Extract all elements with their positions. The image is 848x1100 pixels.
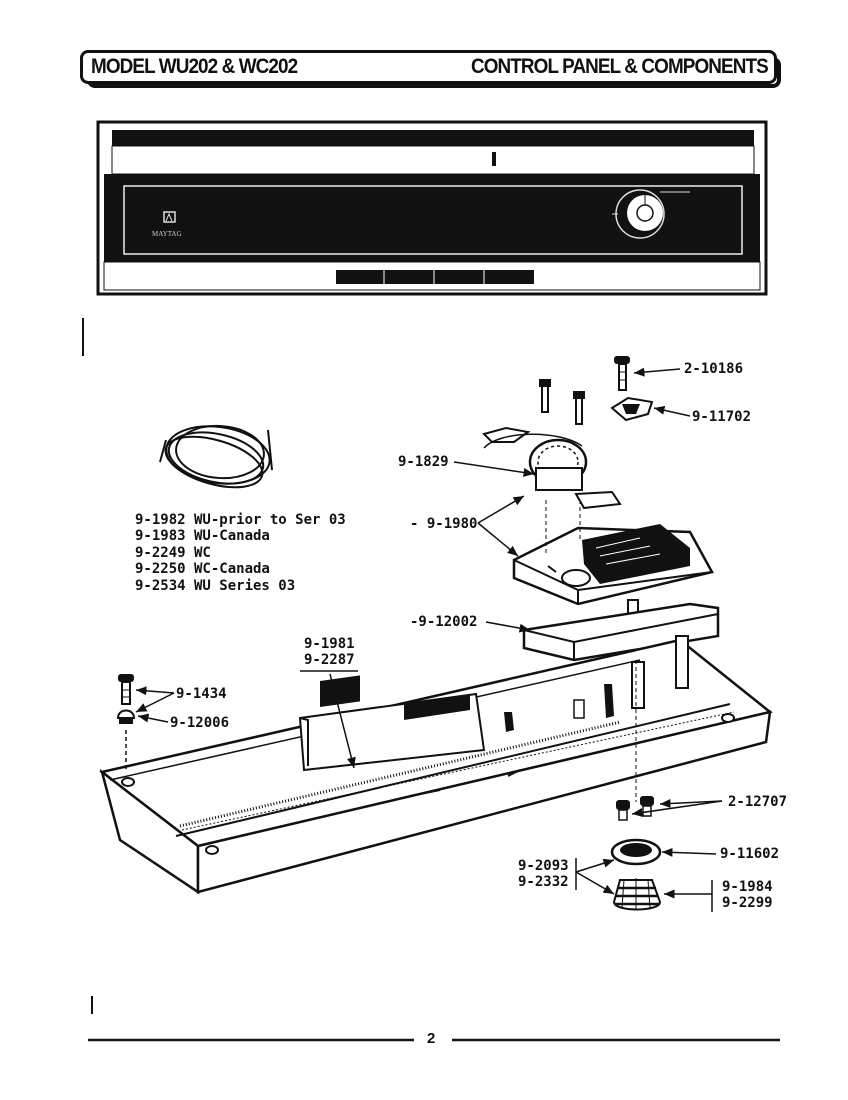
list-item: 9-2534 WU Series 03	[135, 577, 296, 594]
section-title: CONTROL PANEL & COMPONENTS	[471, 55, 769, 78]
cap-9-12006	[116, 709, 136, 724]
callout-9-1434: 9-1434	[176, 686, 227, 702]
screws-2-12707	[616, 796, 654, 821]
screw-9-1434	[118, 674, 134, 705]
model-title: MODEL WU202 & WC202	[91, 55, 298, 78]
callout-9-12002: -9-12002	[410, 614, 478, 630]
timer-screws	[539, 379, 585, 425]
callout-9-1980: - 9-1980	[410, 516, 478, 532]
callout-9-2287: 9-2287	[304, 652, 355, 668]
plate-9-12002	[522, 602, 720, 662]
callout-9-11602: 9-11602	[720, 846, 780, 862]
leader-lines	[135, 367, 723, 912]
callout-9-1984: 9-1984	[722, 879, 773, 895]
dial-9-11602	[610, 838, 662, 866]
clip-9-11702	[610, 396, 654, 422]
screw-2-10186	[614, 356, 630, 391]
callout-9-1981: 9-1981	[304, 636, 355, 652]
timer-motor-9-1829	[483, 433, 622, 510]
console-tray	[99, 635, 773, 895]
list-item: 9-2250 WC-Canada	[135, 561, 270, 578]
timer-dial	[612, 189, 690, 239]
callout-2-12707: 2-12707	[728, 794, 788, 810]
console-panel-illustration: MAYTAG	[96, 120, 768, 296]
wire-harness-coil	[159, 424, 273, 489]
page-number: 2	[427, 1030, 436, 1047]
wire-harness-part-list: 9-1982 WU-prior to Ser 03 9-1983 WU-Cana…	[135, 512, 346, 594]
timer-bracket	[482, 426, 531, 443]
callout-9-1829: 9-1829	[398, 454, 449, 470]
maytag-logo: MAYTAG	[152, 211, 182, 238]
timer-housing-9-1980	[512, 524, 714, 627]
callout-9-12006: 9-12006	[170, 715, 230, 731]
list-item: 9-1983 WU-Canada	[135, 528, 270, 545]
callout-9-2093: 9-2093	[518, 858, 569, 874]
callout-9-11702: 9-11702	[692, 409, 752, 425]
callout-2-10186: 2-10186	[684, 361, 744, 377]
list-item: 9-1982 WU-prior to Ser 03	[135, 512, 346, 528]
list-item: 9-2249 WC	[135, 544, 211, 561]
svg-text:MAYTAG: MAYTAG	[152, 230, 182, 238]
callout-9-2332: 9-2332	[518, 874, 569, 890]
callout-9-2299: 9-2299	[722, 895, 773, 911]
knob-9-1984	[612, 878, 662, 911]
